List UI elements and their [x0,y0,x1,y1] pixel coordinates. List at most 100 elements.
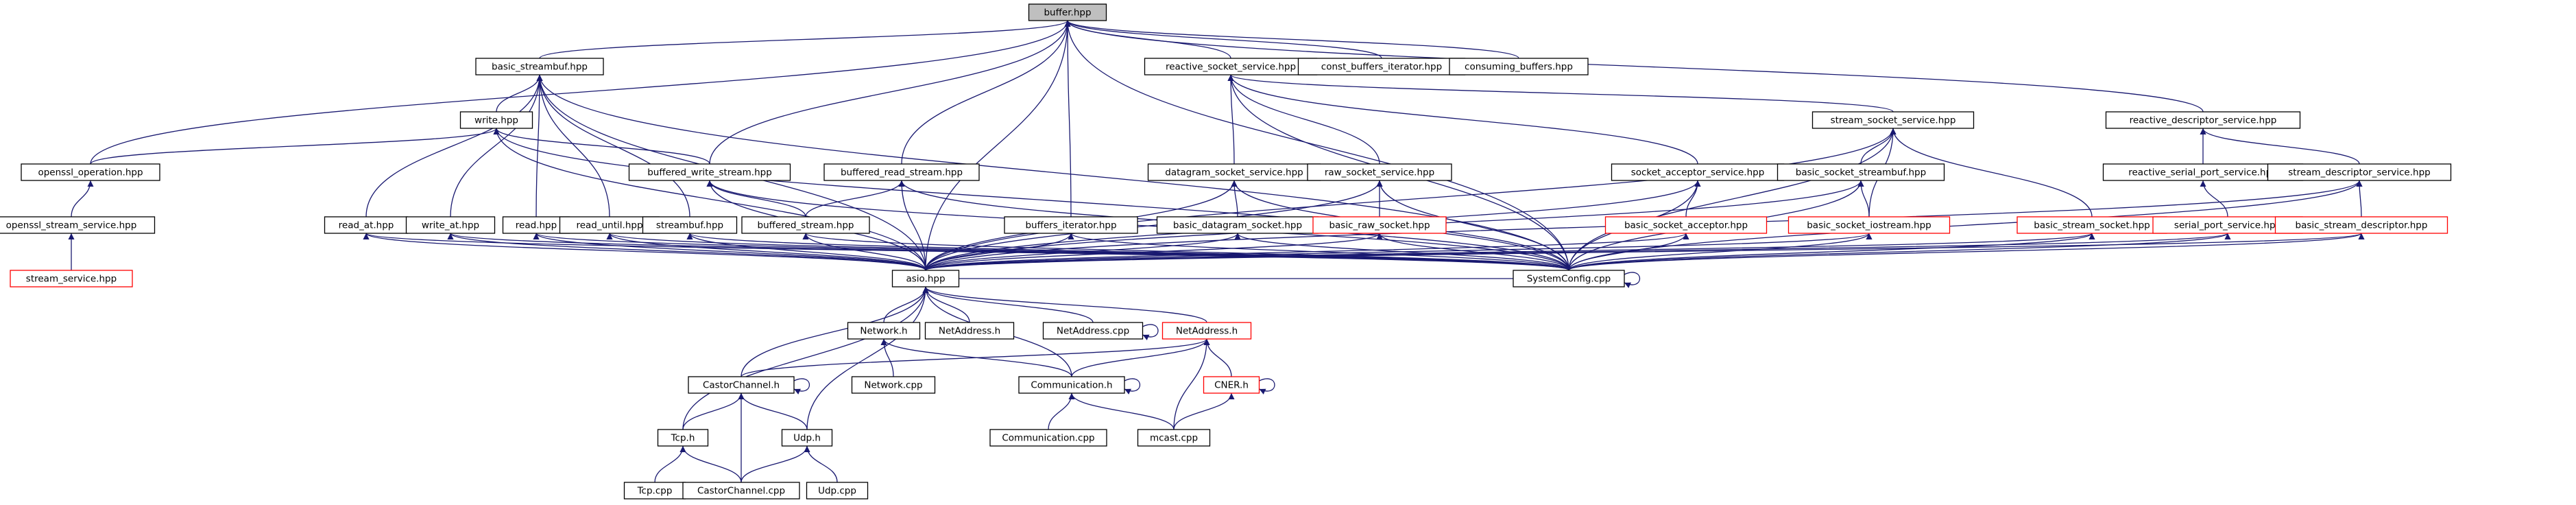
node-box [1513,270,1625,287]
edge-basic-socket-streambuf-hpp-to-basic-socket-iostream-hpp [1857,180,1870,218]
node-socket-acceptor-service-hpp[interactable]: socket_acceptor_service.hpp [1611,163,1785,181]
node-cner-h[interactable]: CNER.h [1203,376,1260,394]
edge-buffer-hpp-to-buffers-iterator-hpp [1064,20,1072,218]
node-write-at-hpp[interactable]: write_at.hpp [405,216,496,234]
dependency-edge [1064,20,2204,113]
node-reactive-descriptor-service-hpp[interactable]: reactive_descriptor_service.hpp [2105,111,2301,129]
node-datagram-socket-service-hpp[interactable]: datagram_socket_service.hpp [1147,163,1321,181]
dependency-edge [1064,20,1382,59]
node-mcast-cpp[interactable]: mcast.cpp [1137,429,1211,447]
edge-buffered-read-stream-hpp-to-buffered-stream-hpp [805,180,905,218]
edge-basic-stream-descriptor-hpp-to-asio-hpp [925,233,2364,271]
node-raw-socket-service-hpp[interactable]: raw_socket_service.hpp [1307,163,1452,181]
dependency-edge [804,445,838,483]
node-streambuf-hpp[interactable]: streambuf.hpp [642,216,738,234]
node-basic-datagram-socket-hpp[interactable]: basic_datagram_socket.hpp [1156,216,1319,234]
node-basic-stream-descriptor-hpp[interactable]: basic_stream_descriptor.hpp [2274,216,2448,234]
node-box [1777,163,1945,181]
node-label: CastorChannel.cpp [697,486,785,497]
node-label: basic_socket_streambuf.hpp [1796,167,1926,178]
edge-buffer-hpp-to-reactive-descriptor-service-hpp [1064,20,2204,113]
node-tcp-cpp[interactable]: Tcp.cpp [623,482,686,500]
node-buffers-iterator-hpp[interactable]: buffers_iterator.hpp [1004,216,1138,234]
edge-openssl-operation-hpp-to-openssl-stream-service-hpp [71,180,94,218]
node-tcp-h[interactable]: Tcp.h [657,429,709,447]
edge-stream-socket-service-hpp-to-basic-stream-socket-hpp [1890,128,2093,218]
dependency-edge [1568,180,2363,271]
node-castor-channel-h[interactable]: CastorChannel.h [688,376,795,394]
node-network-cpp[interactable]: Network.cpp [851,376,936,394]
node-consuming-buffers-hpp[interactable]: consuming_buffers.hpp [1449,58,1589,75]
dependency-edge [363,233,926,271]
dependency-edge [1203,338,1232,377]
node-box [1312,216,1447,234]
dependency-edge [2200,128,2360,165]
node-stream-descriptor-service-hpp[interactable]: stream_descriptor_service.hpp [2267,163,2452,181]
node-basic-raw-socket-hpp[interactable]: basic_raw_socket.hpp [1312,216,1447,234]
edge-basic-datagram-socket-hpp-to-asio-hpp [925,233,1241,271]
node-read-at-hpp[interactable]: read_at.hpp [324,216,409,234]
edge-basic-raw-socket-hpp-to-asio-hpp [925,233,1383,271]
node-system-config-cpp[interactable]: SystemConfig.cpp [1513,270,1625,287]
dependency-edge [682,392,745,430]
edge-net-address-h-to-castor-channel-h [741,338,1210,377]
edge-socket-acceptor-service-hpp-to-basic-socket-acceptor-hpp [1685,180,1701,218]
node-net-address-cpp[interactable]: NetAddress.cpp [1042,322,1144,340]
node-label: Udp.h [793,433,821,444]
node-basic-stream-socket-hpp[interactable]: basic_stream_socket.hpp [2017,216,2167,234]
node-network-h[interactable]: Network.h [847,322,921,340]
node-castor-channel-cpp[interactable]: CastorChannel.cpp [682,482,800,500]
edge-communication-h-to-communication-cpp [1048,392,1075,430]
node-label: reactive_descriptor_service.hpp [2130,115,2277,126]
dependency-edge [1071,338,1210,377]
dependency-edge [898,180,926,271]
node-box [806,482,869,500]
node-box [781,429,833,447]
node-communication-h[interactable]: Communication.h [1018,376,1125,394]
edge-basic-stream-socket-hpp-to-system-config-cpp [1568,233,2095,271]
edge-asio-hpp-to-castor-channel-h [741,286,929,377]
dependency-edge [682,286,929,430]
node-box [1307,163,1452,181]
node-basic-socket-streambuf-hpp[interactable]: basic_socket_streambuf.hpp [1777,163,1945,181]
node-label: consuming_buffers.hpp [1465,62,1573,73]
node-buffered-stream-hpp[interactable]: buffered_stream.hpp [741,216,870,234]
node-box [1156,216,1319,234]
node-box [823,163,980,181]
node-stream-socket-service-hpp[interactable]: stream_socket_service.hpp [1811,111,1975,129]
node-label: Communication.h [1031,380,1112,391]
node-read-hpp[interactable]: read.hpp [502,216,570,234]
node-const-buffers-iterator-hpp[interactable]: const_buffers_iterator.hpp [1297,58,1466,75]
node-label: serial_port_service.hpp [2174,220,2281,231]
node-net-address-h[interactable]: NetAddress.h [1161,322,1252,340]
node-basic-socket-iostream-hpp[interactable]: basic_socket_iostream.hpp [1787,216,1951,234]
node-buffered-write-stream-hpp[interactable]: buffered_write_stream.hpp [628,163,791,181]
node-openssl-stream-service-hpp[interactable]: openssl_stream_service.hpp [0,216,156,234]
node-openssl-operation-hpp[interactable]: openssl_operation.hpp [21,163,160,181]
node-label: buffer.hpp [1044,8,1091,19]
node-label: reactive_socket_service.hpp [1166,62,1296,73]
node-asio-hpp[interactable]: asio.hpp [891,270,960,287]
edge-raw-socket-service-hpp-to-asio-hpp [925,180,1383,271]
node-label: SystemConfig.cpp [1527,274,1611,285]
node-communication-cpp[interactable]: Communication.cpp [989,429,1107,447]
node-label: NetAddress.h [1176,326,1238,337]
dependency-edge [2356,180,2363,218]
node-write-hpp[interactable]: write.hpp [459,111,533,129]
node-box [21,163,160,181]
node-basic-socket-acceptor-hpp[interactable]: basic_socket_acceptor.hpp [1604,216,1768,234]
node-basic-streambuf-hpp[interactable]: basic_streambuf.hpp [475,58,604,75]
node-buffered-read-stream-hpp[interactable]: buffered_read_stream.hpp [823,163,980,181]
node-box [10,270,133,287]
node-box [1028,3,1107,21]
node-box [2105,111,2301,129]
dependency-edge [1068,392,1175,430]
node-udp-h[interactable]: Udp.h [781,429,833,447]
node-reactive-socket-service-hpp[interactable]: reactive_socket_service.hpp [1144,58,1318,75]
node-label: streambuf.hpp [656,220,723,231]
edge-communication-h-to-communication-h [1124,378,1140,395]
node-udp-cpp[interactable]: Udp.cpp [806,482,869,500]
node-net-address-h-local[interactable]: NetAddress.h [924,322,1015,340]
node-box [623,482,686,500]
node-stream-service-hpp[interactable]: stream_service.hpp [10,270,133,287]
